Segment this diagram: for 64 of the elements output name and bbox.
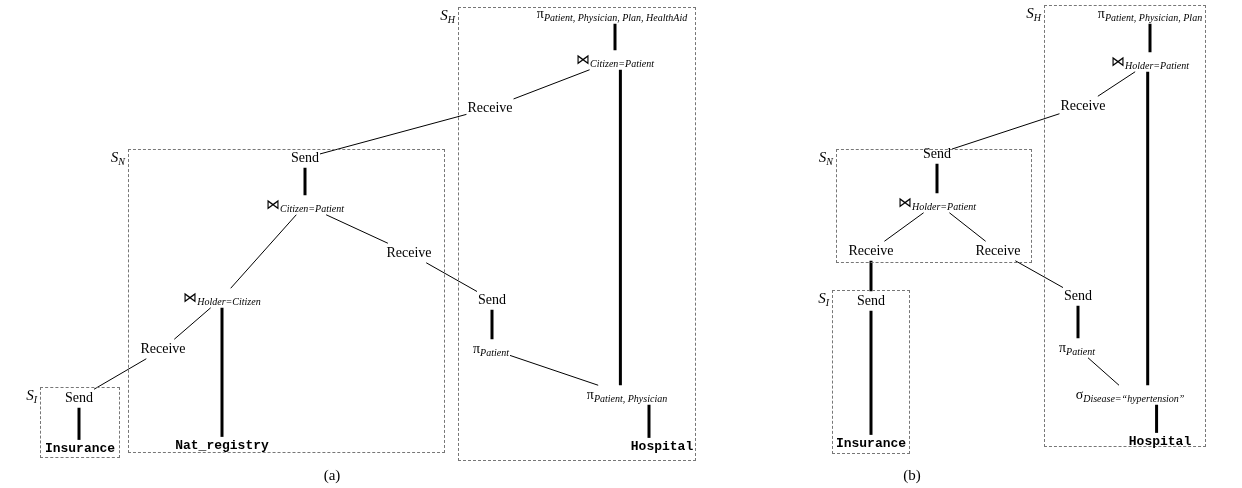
site-label: S$_{H}$ <box>1026 6 1041 21</box>
tree-edge <box>1097 71 1136 97</box>
tree-edge <box>325 214 389 244</box>
tree-edge <box>319 113 467 155</box>
send-operator: Send <box>1064 287 1092 305</box>
receive-operator: Receive <box>140 340 186 358</box>
tree-edge <box>303 167 307 196</box>
join-operator: ⋈$_{Holder=Patient}$ <box>1111 53 1189 71</box>
tree-edge <box>883 212 925 242</box>
tree-edge <box>509 354 599 386</box>
tree-edge <box>173 307 212 340</box>
projection-operator: π$_{Patient}$ <box>473 340 509 358</box>
tree-edge <box>513 69 591 100</box>
relation-name: Insurance <box>44 440 116 458</box>
tree-edge <box>93 358 147 390</box>
tree-edge <box>77 407 81 440</box>
tree-edge <box>1155 404 1159 433</box>
tree-edge <box>1087 357 1120 386</box>
tree-edge <box>1014 260 1064 289</box>
tree-edge <box>869 310 873 435</box>
tree-edge <box>935 163 939 194</box>
tree-edge <box>1076 305 1080 339</box>
join-operator: ⋈$_{Holder=Citizen}$ <box>183 289 261 307</box>
site-label: S$_{N}$ <box>818 150 833 165</box>
tree-edge <box>425 262 478 292</box>
panel-label: (b) <box>903 468 921 483</box>
send-operator: Send <box>923 145 951 163</box>
send-operator: Send <box>65 389 93 407</box>
projection-operator: π$_{Patient, Physician, Plan, HealthAid}$ <box>536 5 688 23</box>
tree-edge <box>490 309 494 340</box>
site-label: S$_{N}$ <box>110 150 125 165</box>
tree-edge <box>1148 23 1152 53</box>
tree-edge <box>869 260 873 292</box>
tree-edge <box>613 23 617 51</box>
projection-operator: π$_{Patient, Physician}$ <box>586 386 668 404</box>
tree-edge <box>647 404 651 438</box>
tree-edge <box>230 214 297 289</box>
tree-edge <box>1146 71 1150 386</box>
tree-edge <box>220 307 224 437</box>
receive-operator: Receive <box>386 244 432 262</box>
join-operator: ⋈$_{Citizen=Patient}$ <box>266 196 344 214</box>
projection-operator: π$_{Patient}$ <box>1059 339 1095 357</box>
receive-operator: Receive <box>975 242 1021 260</box>
relation-name: Insurance <box>835 435 907 453</box>
send-operator: Send <box>857 292 885 310</box>
selection-operator: σ$_{Disease=“hypertension”}$ <box>1075 386 1185 404</box>
receive-operator: Receive <box>848 242 894 260</box>
relation-name: Hospital <box>630 438 694 456</box>
receive-operator: Receive <box>467 99 513 117</box>
panel-label: (a) <box>323 468 341 483</box>
tree-edge <box>948 212 987 242</box>
join-operator: ⋈$_{Holder=Patient}$ <box>898 194 976 212</box>
site-label: S$_{I}$ <box>818 291 829 306</box>
send-operator: Send <box>291 149 319 167</box>
join-operator: ⋈$_{Citizen=Patient}$ <box>576 51 654 69</box>
tree-edge <box>951 113 1060 150</box>
relation-name: Nat_registry <box>175 437 269 455</box>
tree-edge <box>618 69 622 386</box>
site-label: S$_{H}$ <box>440 8 455 23</box>
send-operator: Send <box>478 291 506 309</box>
projection-operator: π$_{Patient, Physician, Plan}$ <box>1097 5 1203 23</box>
relation-name: Hospital <box>1128 433 1192 451</box>
site-label: S$_{I}$ <box>26 388 37 403</box>
receive-operator: Receive <box>1060 97 1106 115</box>
